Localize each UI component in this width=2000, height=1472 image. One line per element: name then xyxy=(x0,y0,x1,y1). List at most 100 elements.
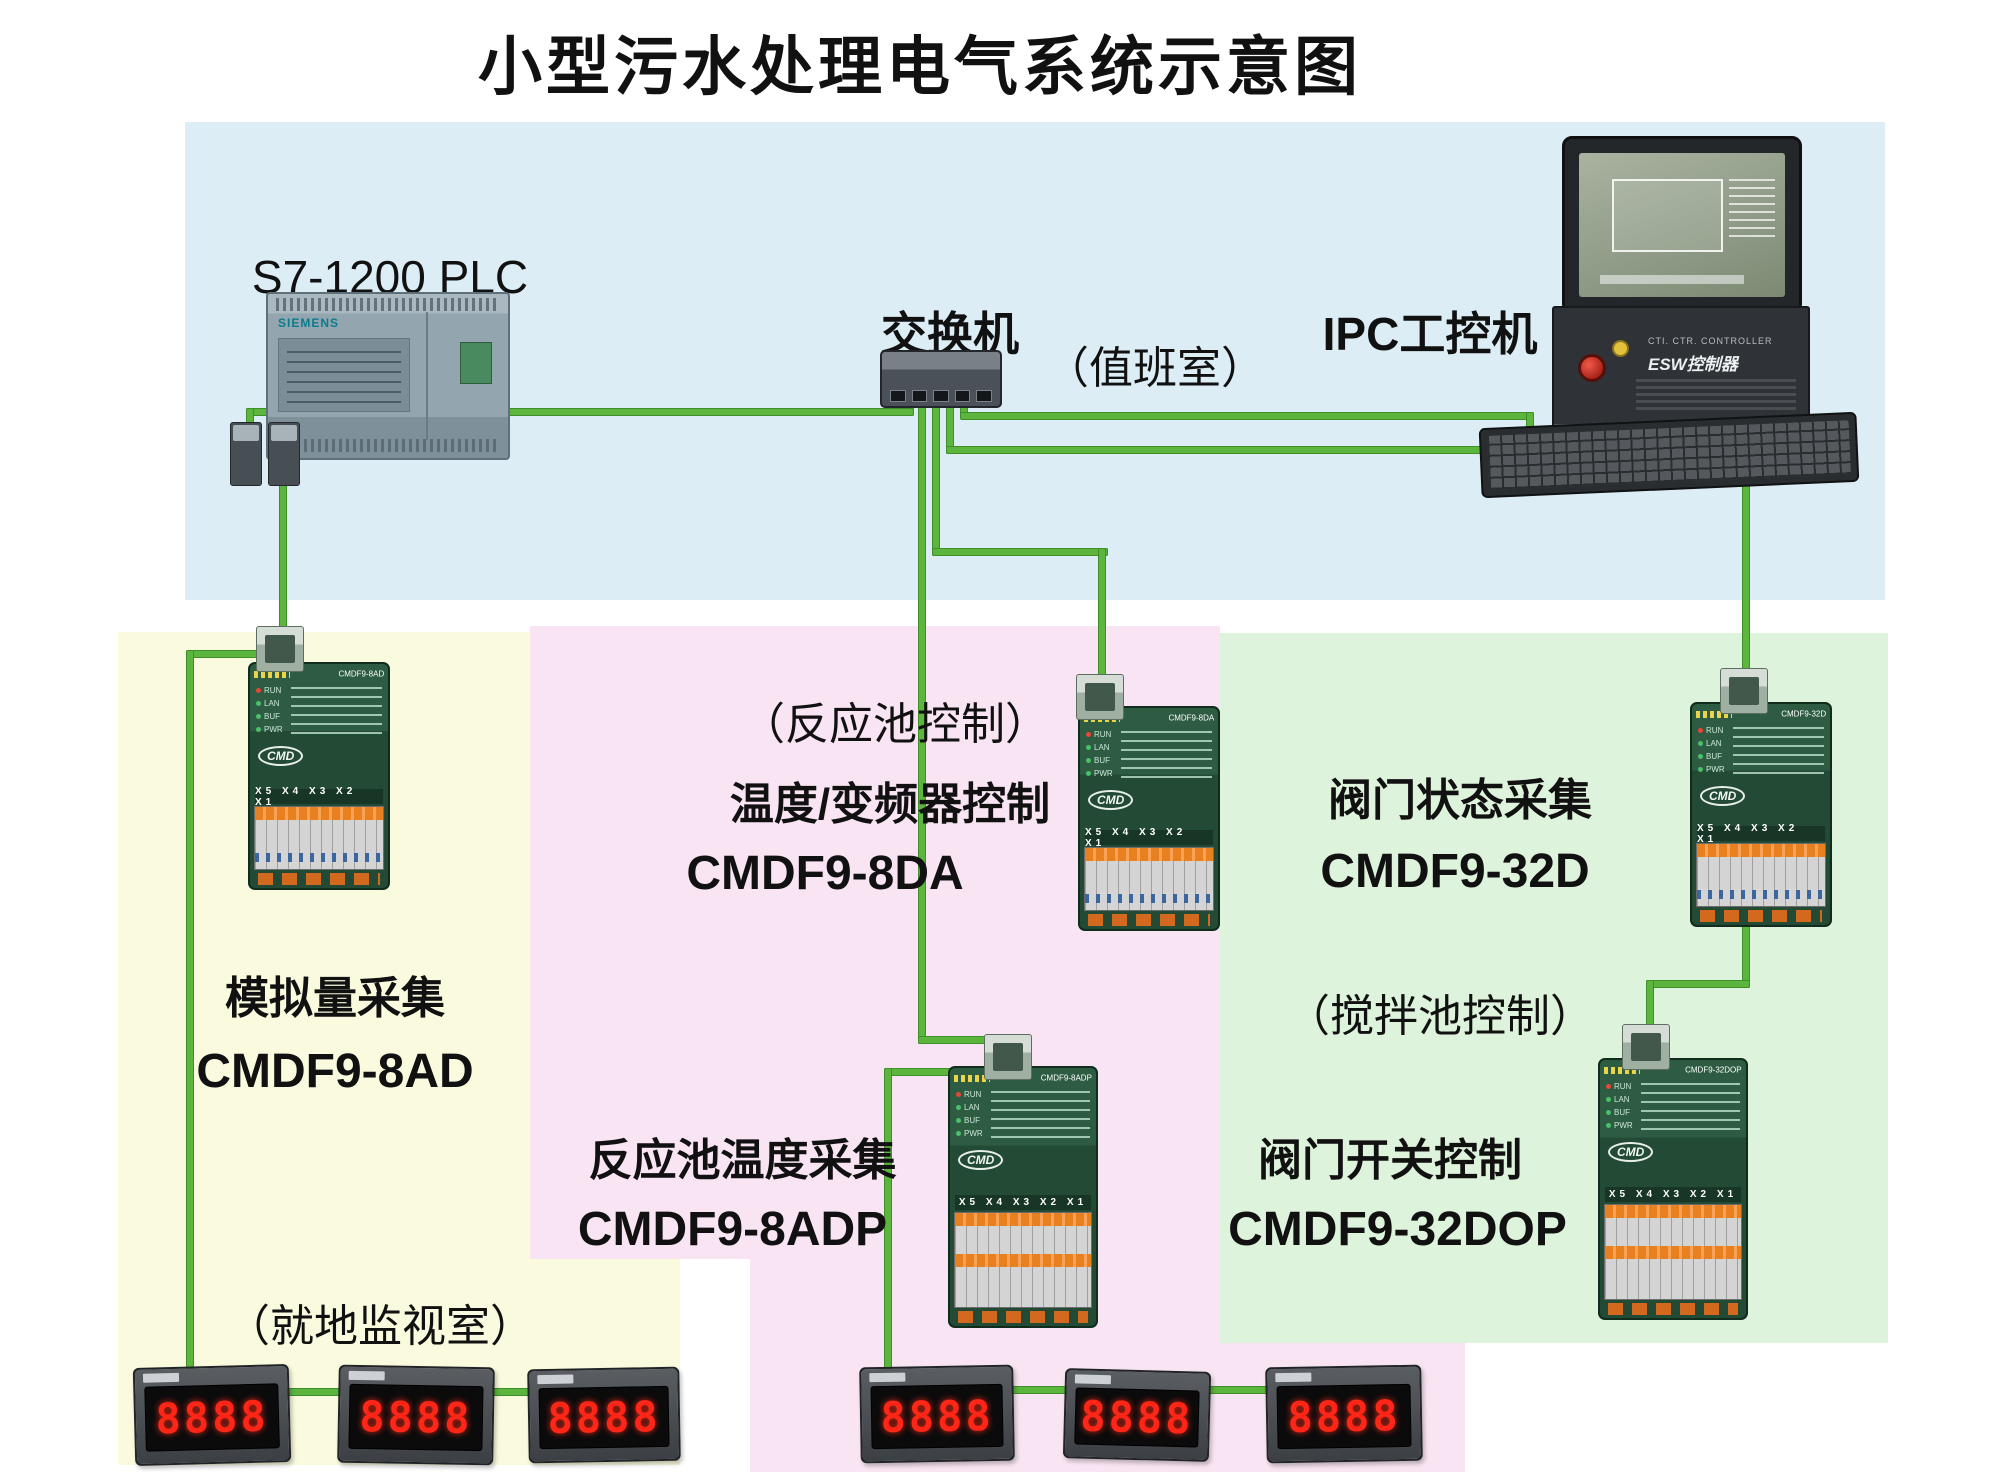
module-bottom-tabs xyxy=(1608,1303,1738,1315)
module-header: CMDF9-32D xyxy=(1696,706,1826,722)
cable-switch-ipc-drop xyxy=(960,400,968,418)
led-label: RUN xyxy=(956,1090,983,1099)
module-header: CMDF9-32DOP xyxy=(1604,1062,1742,1078)
module-terminal-strip xyxy=(1084,847,1214,911)
module-header: CMDF9-8AD xyxy=(254,666,384,682)
module-channel-marks xyxy=(1640,1082,1740,1130)
ethernet-port xyxy=(976,390,992,402)
led-label: LAN xyxy=(1606,1095,1633,1104)
network-connector-32d xyxy=(1720,668,1768,714)
meter-display: 8888 xyxy=(144,1383,280,1452)
screen-status-bar xyxy=(1599,275,1744,285)
cable-32d-32dop-down xyxy=(1646,980,1654,1062)
cable-8adp-left-stub xyxy=(884,1068,956,1076)
io-module-body: CMDF9-8DA RUN LAN BUF PWR CMD X5 X4 X3 X… xyxy=(1078,706,1220,931)
analog-zone-model: CMDF9-8AD xyxy=(196,1045,474,1098)
duty-room-label: （值班室） xyxy=(1045,344,1265,393)
ethernet-port xyxy=(954,390,971,402)
network-connector-8ad xyxy=(256,626,304,672)
module-header: CMDF9-8ADP xyxy=(954,1070,1092,1086)
ethernet-port xyxy=(911,390,928,402)
meter-label-tag xyxy=(142,1372,180,1383)
module-model-text: CMDF9-32DOP xyxy=(1685,1065,1742,1075)
module-model-text: CMDF9-32D xyxy=(1781,709,1826,719)
meter-label-tag xyxy=(869,1372,906,1383)
module-indicator-dots xyxy=(954,1074,990,1082)
reaction-ctrl-caption: （反应池控制） xyxy=(741,700,1049,749)
led-label: PWR xyxy=(256,725,283,734)
meter-label-tag xyxy=(537,1374,574,1385)
led-label: PWR xyxy=(956,1129,983,1138)
plc-top-terminals xyxy=(276,298,500,311)
led-label: BUF xyxy=(1606,1108,1633,1117)
meter-display: 8888 xyxy=(348,1383,484,1452)
module-bottom-tabs xyxy=(1088,914,1210,926)
plc-brand-text: SIEMENS xyxy=(278,316,340,330)
io-module-body: CMDF9-8AD RUN LAN BUF PWR CMD X5 X4 X3 X… xyxy=(248,662,390,890)
panel-meter-5: 8888 xyxy=(1062,1368,1212,1462)
module-led-labels: RUN LAN BUF PWR xyxy=(1086,728,1113,780)
meter-label-tag xyxy=(348,1370,385,1381)
cable-switch-8da-down xyxy=(1098,548,1106,694)
led-label: LAN xyxy=(1086,743,1113,752)
led-label: LAN xyxy=(256,699,283,708)
module-cmdf9-32dop: CMDF9-32DOP RUN LAN BUF PWR CMD X5 X4 X3… xyxy=(1598,1058,1748,1320)
led-label: RUN xyxy=(1086,730,1113,739)
module-channel-marks xyxy=(1732,726,1824,774)
module-port-labels: X5 X4 X3 X2 X1 xyxy=(1085,827,1213,849)
module-led-labels: RUN LAN BUF PWR xyxy=(1698,724,1725,776)
module-terminal-strip xyxy=(954,1212,1092,1308)
module-cmdf9-8adp: CMDF9-8ADP RUN LAN BUF PWR CMD X5 X4 X3 … xyxy=(948,1066,1098,1328)
ethernet-port xyxy=(933,390,949,402)
valve-state-caption: 阀门状态采集 xyxy=(1328,776,1592,825)
analog-zone-caption: 模拟量采集 xyxy=(225,974,445,1023)
io-module-body: CMDF9-32D RUN LAN BUF PWR CMD X5 X4 X3 X… xyxy=(1690,702,1832,927)
led-label: BUF xyxy=(256,712,283,721)
cable-plc-conn-drop xyxy=(246,408,254,428)
module-bottom-tabs xyxy=(1700,910,1822,922)
network-connector-32dop xyxy=(1622,1024,1670,1070)
module-led-area: RUN LAN BUF PWR xyxy=(1698,724,1824,776)
module-indicator-dots xyxy=(254,670,290,678)
meter-display: 8888 xyxy=(1074,1387,1200,1448)
emergency-stop-button xyxy=(1578,354,1606,382)
chassis-vents xyxy=(1636,376,1796,410)
plc-bottom-terminals xyxy=(276,439,500,452)
module-port-labels: X5 X4 X3 X2 X1 xyxy=(955,1195,1091,1210)
switch-ports xyxy=(890,390,992,402)
module-indicator-dots xyxy=(1604,1066,1640,1074)
cable-8ad-to-meters xyxy=(186,650,194,1396)
profinet-connector-1 xyxy=(230,422,262,486)
module-model-text: CMDF9-8DA xyxy=(1168,713,1214,723)
led-label: RUN xyxy=(256,686,283,695)
led-label: LAN xyxy=(1698,739,1725,748)
screen-text-lines xyxy=(1729,176,1775,237)
module-model-text: CMDF9-8ADP xyxy=(1040,1073,1092,1083)
keyboard-keys xyxy=(1486,420,1852,490)
module-led-labels: RUN LAN BUF PWR xyxy=(956,1088,983,1140)
module-led-labels: RUN LAN BUF PWR xyxy=(256,684,283,736)
plc-status-block xyxy=(460,342,492,384)
profinet-connector-2 xyxy=(268,422,300,486)
cable-switch-8da-run xyxy=(932,548,1108,556)
module-bottom-tabs xyxy=(258,873,380,885)
module-cmdf9-32d: CMDF9-32D RUN LAN BUF PWR CMD X5 X4 X3 X… xyxy=(1690,702,1832,927)
module-led-area: RUN LAN BUF PWR xyxy=(256,684,382,736)
ipc-screen xyxy=(1579,153,1785,297)
module-led-area: RUN LAN BUF PWR xyxy=(1606,1080,1740,1132)
module-cmdf9-8ad: CMDF9-8AD RUN LAN BUF PWR CMD X5 X4 X3 X… xyxy=(248,662,390,890)
power-indicator xyxy=(1612,340,1629,357)
mixing-pool-caption: （搅拌池控制） xyxy=(1286,992,1594,1041)
module-indicator-dots xyxy=(1696,710,1732,718)
plc-device: SIEMENS xyxy=(266,292,510,460)
diagram-title: 小型污水处理电气系统示意图 xyxy=(478,31,1362,103)
local-monitor-caption: （就地监视室） xyxy=(226,1302,534,1351)
ethernet-switch xyxy=(880,350,1002,408)
network-connector-8da xyxy=(1076,674,1124,720)
cable-switch-ipc-run xyxy=(960,412,1534,420)
cmd-logo: CMD xyxy=(258,746,304,766)
module-model-text: CMDF9-8AD xyxy=(338,669,384,679)
cable-switch-32d-drop xyxy=(946,400,954,454)
panel-meter-1: 8888 xyxy=(132,1363,292,1467)
